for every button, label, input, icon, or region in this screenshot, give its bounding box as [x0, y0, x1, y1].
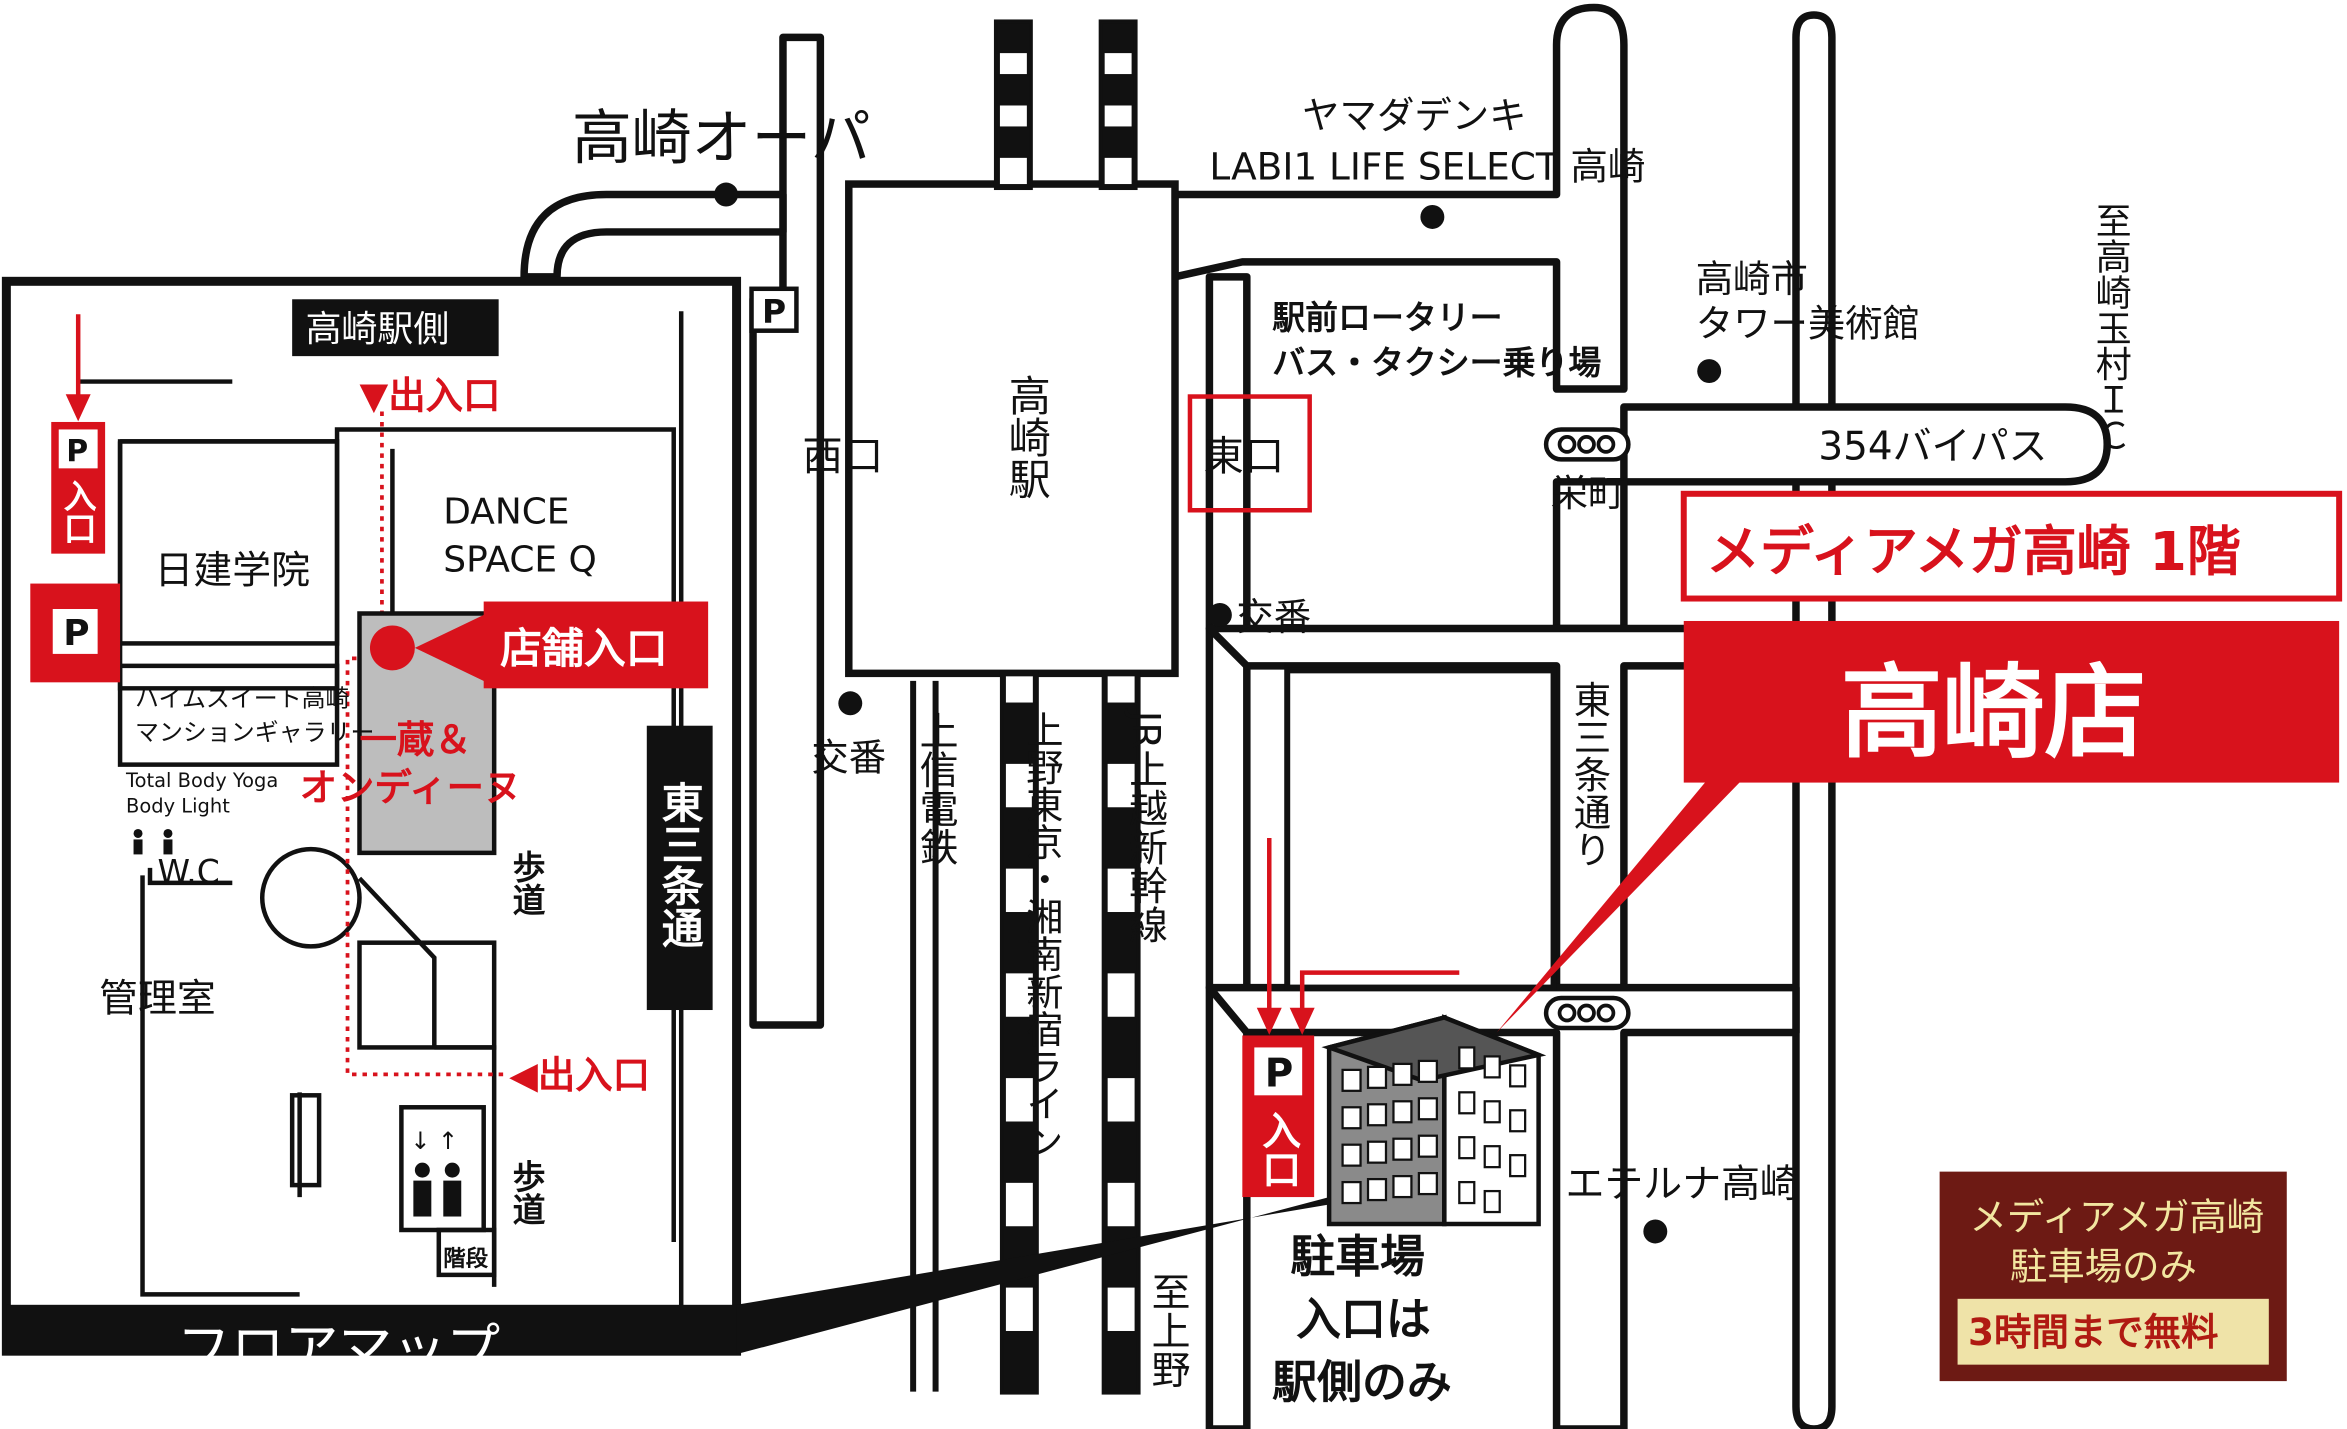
- label-rotary-2: バス・タクシー乗り場: [1272, 343, 1601, 382]
- parking-icon: P: [749, 286, 799, 333]
- area-labels: 高崎オーパ ヤマダデンキ LABI1 LIFE SELECT 高崎 駅前ロータリ…: [572, 94, 2131, 1409]
- store-entrance-box: [483, 601, 709, 689]
- label-dance-1: DANCE: [443, 492, 569, 533]
- label-joetsu: JR上越新幹線: [1123, 708, 1168, 944]
- label-station: 高崎駅: [1002, 374, 1051, 500]
- poi-dot: [1643, 1219, 1668, 1244]
- poi-dot: [1420, 204, 1445, 229]
- station-side-bar: [292, 299, 499, 357]
- store-block: [1284, 667, 1557, 991]
- poi-dot: [1697, 359, 1722, 384]
- label-parking-note-3: 駅側のみ: [1272, 1356, 1452, 1409]
- traffic-signal-icon: [1543, 427, 1631, 462]
- koban-dot: [1207, 603, 1232, 627]
- svg-text:入口: 入口: [1256, 1110, 1301, 1188]
- floor-label-box: [1680, 490, 2343, 602]
- store-entrance-label: 店舗入口: [500, 624, 667, 673]
- store-area: [357, 611, 497, 856]
- store-name-box: [1683, 620, 2340, 783]
- higashi-sanjo-bar: [646, 725, 713, 1011]
- panel-line2: 駐車場のみ: [2010, 1244, 2197, 1288]
- floor-label: メディアメガ高崎 1階: [1706, 520, 2241, 583]
- entrance-bottom: ◀出入口: [509, 1053, 650, 1097]
- floor-map-footer-label: フロアマップ: [177, 1318, 500, 1381]
- label-ueno-tokyo: 上野東京・湘南新宿ライン: [1020, 711, 1064, 1160]
- store-name: 高崎店: [1841, 654, 2146, 772]
- label-etelna: エテルナ高崎: [1566, 1162, 1799, 1207]
- poi-dot: [714, 182, 739, 207]
- svg-text:↓ ↑: ↓ ↑: [410, 1127, 458, 1155]
- label-heim-1: ハイムスイート高崎: [135, 684, 350, 712]
- label-rotary-1: 駅前ロータリー: [1272, 298, 1502, 337]
- svg-text:P: P: [762, 292, 786, 331]
- label-parking-note-1: 駐車場: [1290, 1230, 1425, 1283]
- label-koban-west: 交番: [811, 736, 886, 780]
- label-to-ueno: 至上野: [1145, 1272, 1190, 1389]
- label-parking-note-2: 入口は: [1296, 1293, 1431, 1346]
- east-exit-box: [1187, 394, 1312, 513]
- label-ichikura-1: 一蔵＆: [359, 718, 471, 762]
- traffic-signal-icon: [1543, 995, 1631, 1031]
- parking-info-panel: メディアメガ高崎 駐車場のみ 3時間まで無料: [1939, 1171, 2287, 1382]
- label-higashi-sanjo: 東三条通: [655, 781, 704, 949]
- panel-line1: メディアメガ高崎: [1970, 1195, 2265, 1239]
- store-callout: メディアメガ高崎 1階 高崎店: [1496, 490, 2343, 1033]
- elevator-icon: ↓ ↑: [410, 1127, 462, 1217]
- label-wc: W.C: [157, 852, 219, 891]
- panel-free: 3時間まで無料: [1968, 1310, 2218, 1354]
- floor-map: 高崎駅側 P: [1, 276, 1330, 1381]
- floor-parking-arrow: [65, 314, 91, 422]
- label-art-museum-1: 高崎市: [1696, 257, 1808, 301]
- label-higashi-sanjo-dori: 東三条通り: [1567, 681, 1611, 868]
- label-art-museum-2: タワー美術館: [1696, 302, 1920, 346]
- label-dance-2: SPACE Q: [443, 540, 597, 581]
- label-to-tamamura: 至高崎玉村ＩＣ: [2090, 202, 2131, 453]
- label-heim-2: マンションギャラリー: [135, 719, 374, 747]
- label-koban-east: 交番: [1236, 595, 1311, 639]
- label-east-exit: 東口: [1203, 432, 1284, 480]
- rail-lines: [910, 19, 1141, 1395]
- entrance-top: ▼出入口: [359, 373, 500, 417]
- parking-entrance-sign: P 入口: [1242, 1035, 1315, 1198]
- floor-parking-entrance: P 入口: [51, 421, 106, 554]
- floor-map-footer: [6, 1304, 737, 1355]
- label-takasaki-opa: 高崎オーパ: [572, 104, 871, 174]
- label-kanri: 管理室: [99, 977, 216, 1022]
- store-entrance-pointer: [414, 613, 487, 683]
- station-side-label: 高崎駅側: [306, 309, 450, 350]
- label-bypass: 354バイパス: [1818, 424, 2047, 469]
- restroom-icon: [133, 828, 173, 855]
- label-yamada-2: LABI1 LIFE SELECT 高崎: [1209, 145, 1645, 189]
- koban-dot: [838, 691, 863, 716]
- label-sidewalk-2: 歩道: [508, 1160, 547, 1226]
- callout-pointer: [1496, 763, 1752, 1033]
- label-sakaemachi: 栄町: [1551, 471, 1626, 515]
- building-icon: [1321, 1014, 1547, 1227]
- parking-arrows: [1256, 837, 1460, 1035]
- label-stairs: 階段: [443, 1245, 488, 1272]
- label-ichikura-2: オンディーヌ: [300, 766, 522, 810]
- svg-text:入口: 入口: [59, 479, 98, 545]
- parking-icon: P: [30, 583, 121, 683]
- svg-text:P: P: [66, 434, 88, 469]
- label-yamada-1: ヤマダデンキ: [1302, 94, 1526, 138]
- label-joshin: 上信電鉄: [913, 711, 958, 867]
- label-west-exit: 西口: [802, 432, 883, 480]
- store-pin-icon: [369, 625, 415, 671]
- label-yoga-2: Body Light: [126, 795, 230, 818]
- label-sidewalk-1: 歩道: [508, 850, 547, 916]
- svg-text:P: P: [1265, 1051, 1294, 1096]
- svg-text:P: P: [63, 613, 89, 654]
- label-yoga-1: Total Body Yoga: [125, 769, 278, 792]
- label-nikken: 日建学院: [154, 549, 310, 594]
